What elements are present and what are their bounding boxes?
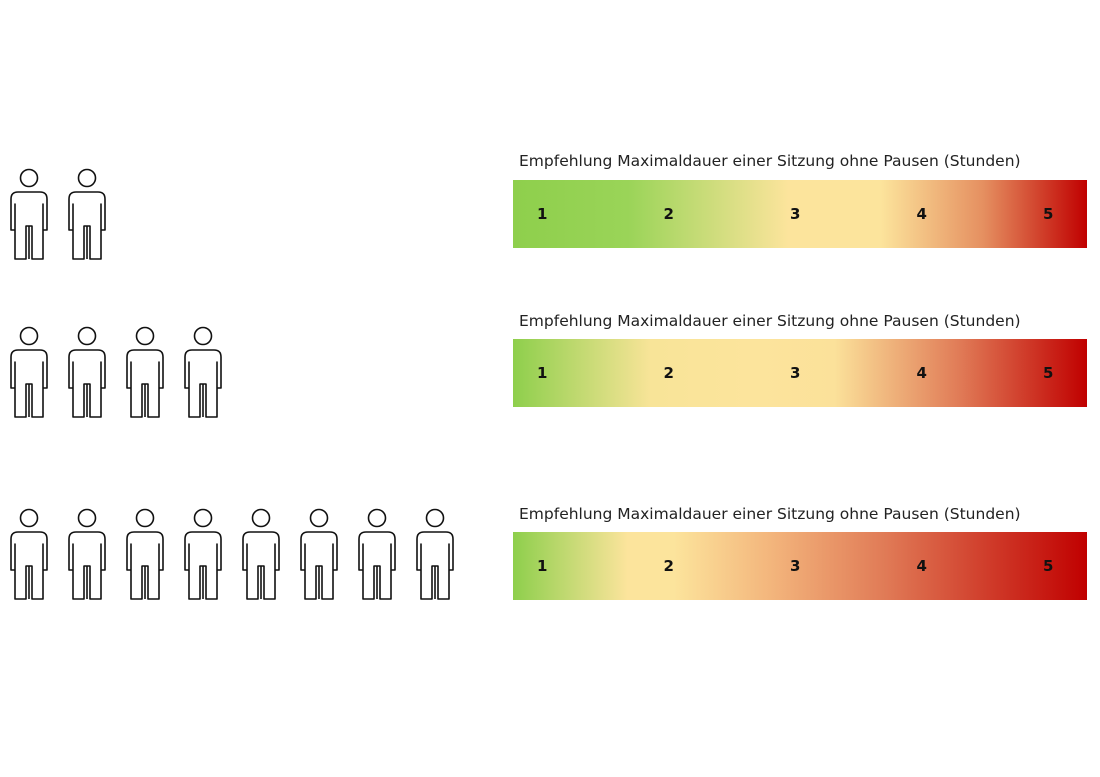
person-icon: [68, 508, 106, 602]
group-2-people: Empfehlung Maximaldauer einer Sitzung oh…: [0, 152, 1100, 262]
scale-title: Empfehlung Maximaldauer einer Sitzung oh…: [519, 312, 1021, 330]
person-icon: [358, 508, 396, 602]
people-group: [10, 168, 126, 262]
person-icon: [10, 326, 48, 420]
scale-label-5: 5: [1043, 364, 1054, 382]
scale-label-4: 4: [916, 557, 927, 575]
scale-label-3: 3: [790, 557, 801, 575]
scale-label-4: 4: [916, 205, 927, 223]
scale-label-1: 1: [537, 557, 548, 575]
person-icon: [68, 168, 106, 262]
scale-label-3: 3: [790, 364, 801, 382]
person-icon: [416, 508, 454, 602]
person-icon: [242, 508, 280, 602]
scale-title: Empfehlung Maximaldauer einer Sitzung oh…: [519, 152, 1021, 170]
person-icon: [10, 168, 48, 262]
scale-title: Empfehlung Maximaldauer einer Sitzung oh…: [519, 505, 1021, 523]
scale-label-3: 3: [790, 205, 801, 223]
person-icon: [184, 326, 222, 420]
scale-label-2: 2: [663, 557, 674, 575]
group-4-people: Empfehlung Maximaldauer einer Sitzung oh…: [0, 312, 1100, 420]
scale-label-2: 2: [663, 364, 674, 382]
scale-label-4: 4: [916, 364, 927, 382]
people-group: [10, 326, 242, 420]
person-icon: [10, 508, 48, 602]
person-icon: [126, 326, 164, 420]
duration-scale-bar: 1 2 3 4 5: [513, 339, 1087, 407]
person-icon: [300, 508, 338, 602]
group-8-people: Empfehlung Maximaldauer einer Sitzung oh…: [0, 505, 1100, 612]
scale-label-2: 2: [663, 205, 674, 223]
person-icon: [126, 508, 164, 602]
people-group: [10, 508, 474, 602]
scale-label-5: 5: [1043, 557, 1054, 575]
scale-label-1: 1: [537, 205, 548, 223]
scale-label-1: 1: [537, 364, 548, 382]
scale-label-5: 5: [1043, 205, 1054, 223]
duration-scale-bar: 1 2 3 4 5: [513, 180, 1087, 248]
person-icon: [184, 508, 222, 602]
person-icon: [68, 326, 106, 420]
duration-scale-bar: 1 2 3 4 5: [513, 532, 1087, 600]
